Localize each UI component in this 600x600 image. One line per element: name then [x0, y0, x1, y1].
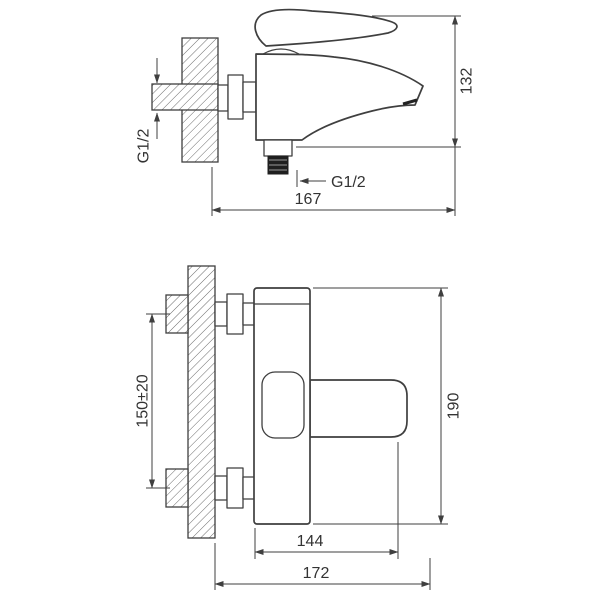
connector-nut: [226, 467, 244, 509]
dimension-132: 132: [296, 15, 476, 216]
wall-connector-top: [214, 293, 257, 335]
pipe-thread-callout: G1/2: [136, 58, 160, 164]
side-view: G1/2 G1/2 132 167: [136, 8, 476, 216]
front-view: 150±20 190 144 172: [135, 265, 463, 590]
spout-root-front: [261, 371, 305, 439]
wall-connector-bottom: [214, 467, 257, 509]
pipe-thread-label: G1/2: [136, 129, 153, 164]
bottom-outlet: [263, 139, 293, 175]
faucet-body-spout: [255, 53, 424, 141]
dim-172-label: 172: [303, 565, 330, 582]
wall-section-front: [187, 265, 216, 539]
dimension-144: 144: [254, 442, 399, 559]
body-cap-line: [262, 48, 300, 55]
dimension-150: 150±20: [135, 313, 170, 489]
connector-stub: [214, 475, 228, 501]
outlet-thread-label: G1/2: [331, 174, 366, 191]
outlet-hex: [263, 139, 293, 157]
aerator: [402, 98, 418, 106]
connector-stub: [217, 84, 229, 112]
connector-nut: [242, 81, 257, 113]
dim-144-label: 144: [297, 533, 324, 550]
dim-190-label: 190: [446, 393, 463, 420]
dimension-167: 167: [211, 167, 456, 216]
supply-pipe-section: [151, 83, 219, 111]
dim-132-label: 132: [459, 68, 476, 95]
wall-connector-side: [217, 74, 257, 120]
dimension-190: 190: [313, 287, 463, 525]
connector-stub: [214, 301, 228, 327]
dim-167-label: 167: [295, 191, 322, 208]
connector-nut: [226, 293, 244, 335]
dimension-172: 172: [214, 543, 431, 590]
outlet-thread-callout: G1/2: [296, 170, 366, 191]
dim-150-label: 150±20: [135, 374, 152, 427]
spout-arm-front: [309, 379, 408, 438]
lever-handle: [254, 8, 398, 47]
connector-nut: [227, 74, 244, 120]
